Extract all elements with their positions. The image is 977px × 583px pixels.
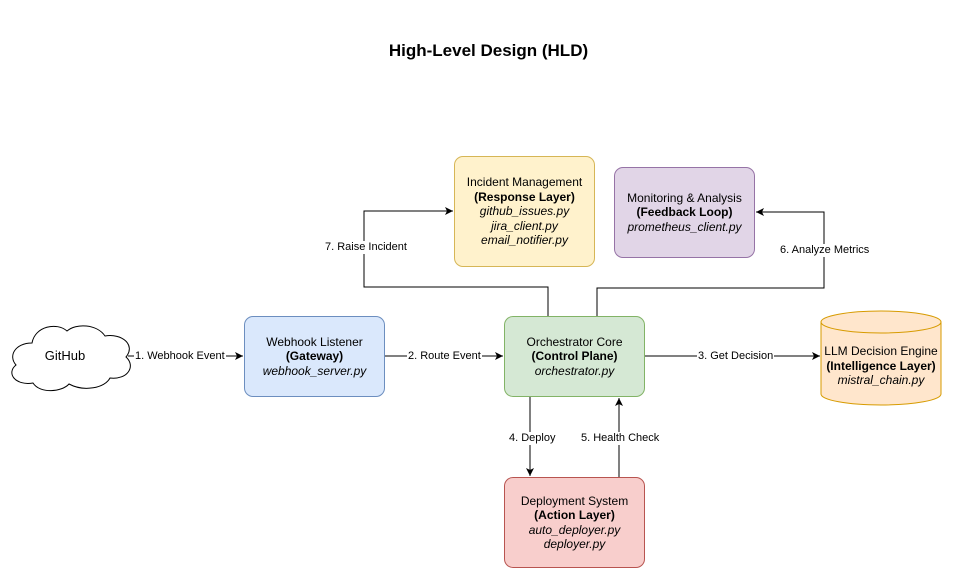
edge-analyze-metrics [596,208,825,316]
deployment-file-deployer: deployer.py [543,537,606,551]
label-raise-incident: 7. Raise Incident [324,241,408,254]
node-monitoring-analysis: Monitoring & Analysis (Feedback Loop) pr… [614,167,755,258]
deployment-file-auto-deployer: auto_deployer.py [528,522,621,537]
incident-layer: (Response Layer) [474,189,575,204]
diagram-title: High-Level Design (HLD) [388,41,589,60]
label-analyze-metrics: 6. Analyze Metrics [779,244,871,257]
llm-cylinder-shape [820,310,942,406]
label-route-event: 2. Route Event [407,350,482,363]
github-cloud-shape [11,325,131,392]
deployment-name: Deployment System [520,493,629,508]
node-orchestrator-core: Orchestrator Core (Control Plane) orches… [504,316,645,397]
deployment-layer: (Action Layer) [534,508,615,522]
orchestrator-name: Orchestrator Core [526,334,623,349]
node-webhook-listener: Webhook Listener (Gateway) webhook_serve… [244,316,385,397]
webhook-file: webhook_server.py [262,363,367,378]
monitoring-file: prometheus_client.py [627,219,742,234]
webhook-name: Webhook Listener [266,334,363,349]
node-llm-decision-engine: LLM Decision Engine (Intelligence Layer)… [821,336,941,396]
label-health-check: 5. Health Check [580,432,661,445]
node-deployment-system: Deployment System (Action Layer) auto_de… [504,477,645,568]
label-webhook-event: 1. Webhook Event [134,350,226,363]
llm-file: mistral_chain.py [837,373,925,388]
edge-raise-incident [363,207,549,316]
label-deploy: 4. Deploy [508,432,557,445]
webhook-layer: (Gateway) [285,349,344,364]
monitoring-name: Monitoring & Analysis [627,190,742,205]
incident-file-github-issues: github_issues.py [479,204,570,219]
node-github: GitHub [20,336,110,376]
monitoring-layer: (Feedback Loop) [636,205,733,220]
label-get-decision: 3. Get Decision [697,350,775,363]
llm-name: LLM Decision Engine [824,344,938,359]
llm-layer: (Intelligence Layer) [826,358,936,373]
incident-file-email-notifier: email_notifier.py [481,233,568,248]
incident-file-jira-client: jira_client.py [491,218,558,233]
orchestrator-layer: (Control Plane) [531,349,618,364]
orchestrator-file: orchestrator.py [534,363,615,378]
github-label: GitHub [44,347,86,363]
node-incident-management: Incident Management (Response Layer) git… [454,156,595,267]
incident-name: Incident Management [466,175,583,190]
